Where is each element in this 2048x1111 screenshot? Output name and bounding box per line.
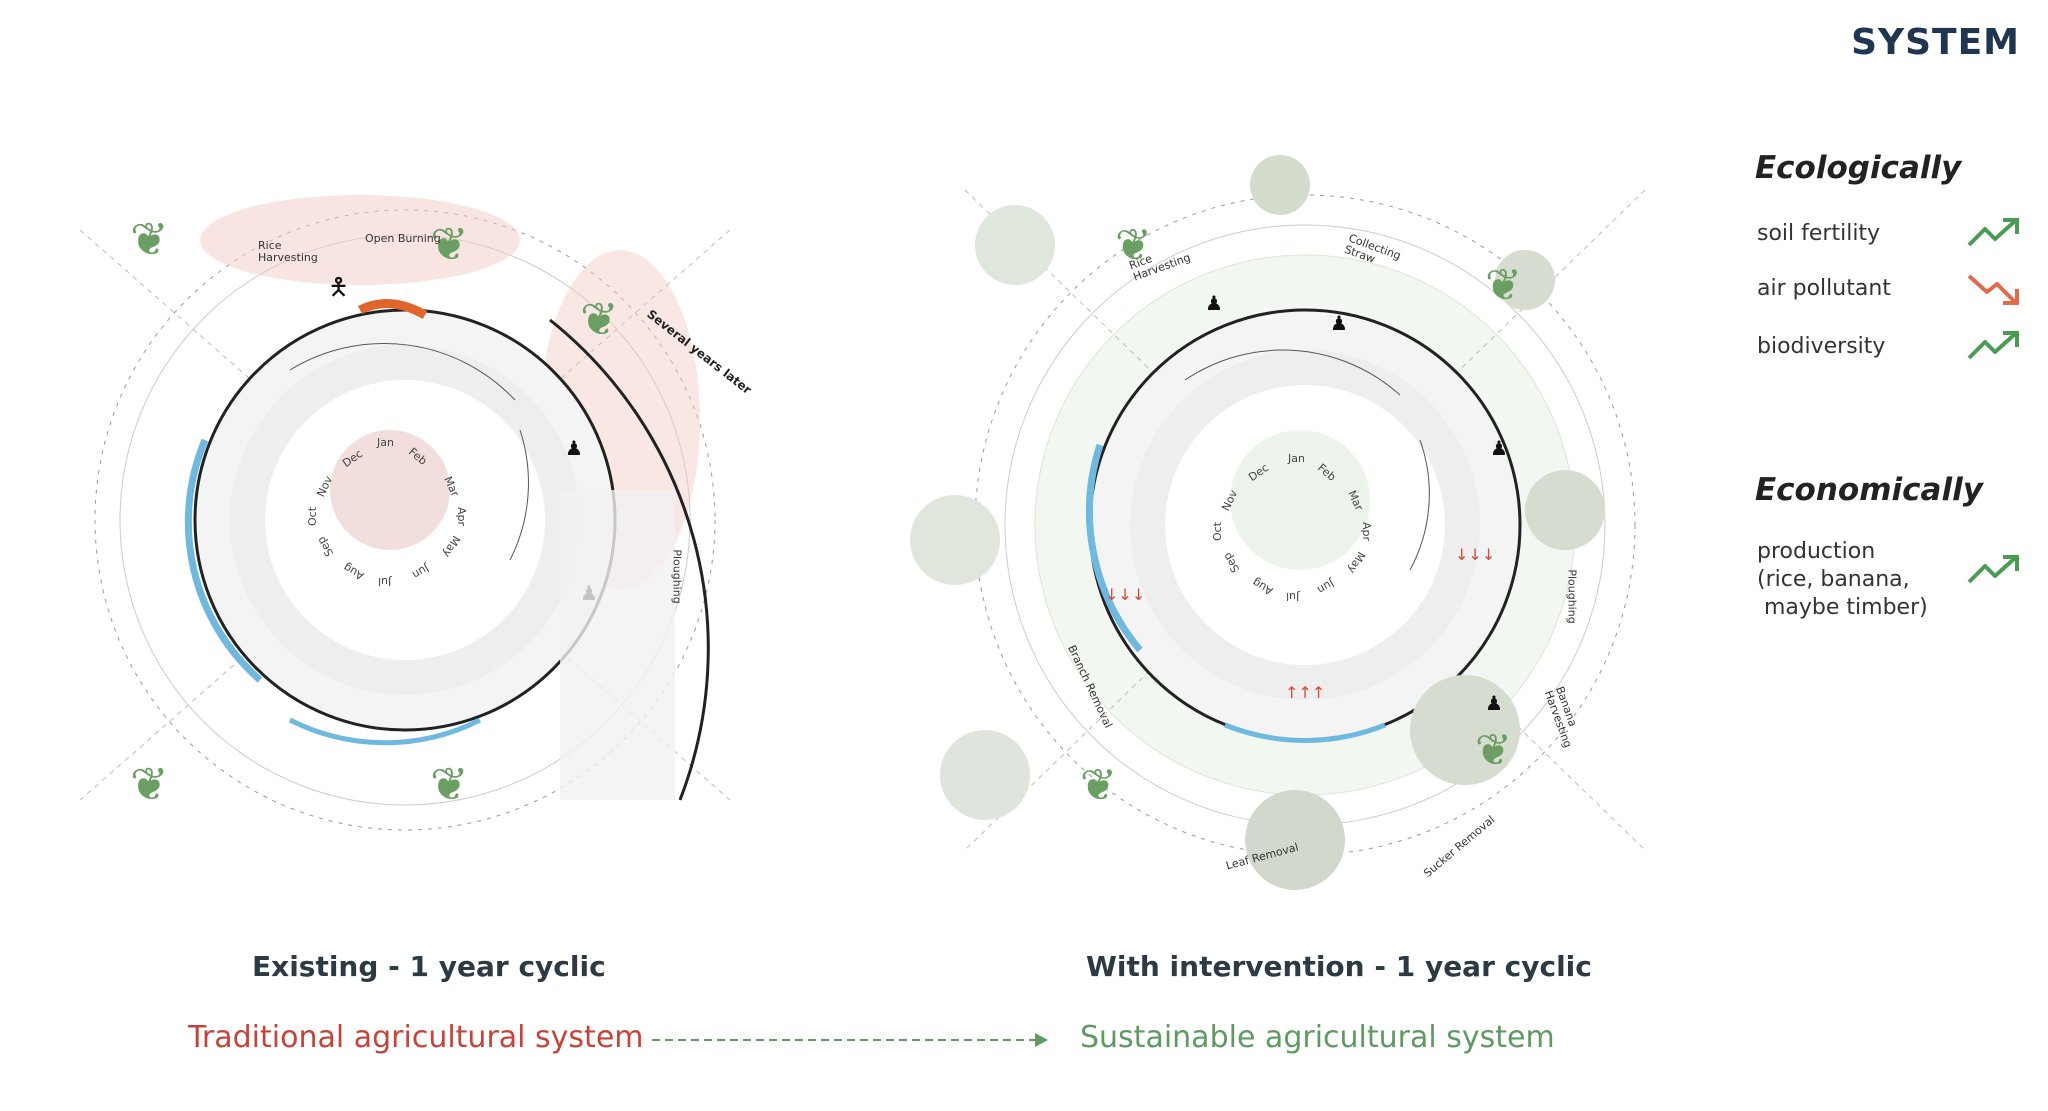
legend-row-biodiversity: biodiversity [1755, 328, 2025, 368]
trend-up-icon [1967, 218, 2019, 247]
water-arc [1224, 722, 1386, 743]
plant-icon: ❦ [1115, 220, 1152, 271]
month-arc [1184, 349, 1401, 396]
tree-icon [1245, 790, 1345, 890]
activity-label: Open Burning [365, 232, 441, 245]
straw-arrow-icon: ↑↑↑ [1285, 683, 1325, 702]
tree-icon [1495, 250, 1555, 310]
soil-particles [330, 430, 450, 550]
economic-heading: Economically [1755, 472, 1983, 508]
legend-label: maybe timber) [1757, 595, 1928, 620]
plant-icon: ❦ [430, 217, 469, 271]
legend-row-air-pollutant: air pollutant [1755, 270, 2025, 310]
activity-label: Ploughing [1565, 569, 1579, 624]
water-arc [1086, 443, 1143, 653]
straw-arrow-icon: ↓↓↓ [1455, 545, 1495, 564]
legend-label: production [1757, 539, 1876, 564]
sustainable-system-label: Sustainable agricultural system [1080, 1020, 1555, 1055]
legend-row-soil-fertility: soil fertility [1755, 215, 2025, 255]
smoke-haze [200, 195, 520, 285]
farmer-icon: ♟ [1205, 291, 1223, 315]
intervention-cycle-diagram: ❦ ❦ ❦ ❦ ♟ ♟ ♟ ♟ ↓↓↓ ↓↓↓ ↑↑↑ Jan Feb Mar … [905, 150, 1655, 910]
existing-cycle-svg: ❦ ❦ ❦ ❦ ❦ 🯅 ♟ ♟ [79, 195, 731, 831]
month-label: Apr [455, 506, 469, 527]
trend-up-icon [1967, 555, 2019, 584]
legend-label: biodiversity [1757, 334, 1886, 359]
farmer-icon: ♟ [1330, 311, 1348, 335]
plant-icon: ❦ [430, 757, 469, 811]
trend-up-icon [1967, 331, 2019, 360]
month-label: Oct [1211, 521, 1225, 542]
intervention-cycle-svg: ❦ ❦ ❦ ❦ ♟ ♟ ♟ ♟ ↓↓↓ ↓↓↓ ↑↑↑ [910, 155, 1646, 890]
trend-down-icon [1967, 274, 2019, 305]
water-arc [288, 717, 482, 746]
inner-disc [265, 380, 545, 660]
soil-particles [1230, 430, 1370, 570]
fire-icon [357, 299, 428, 319]
intervention-caption: With intervention - 1 year cyclic [1086, 950, 1592, 983]
activity-label: Rice Harvesting [258, 239, 318, 264]
legend-label: (rice, banana, [1757, 567, 1910, 592]
farmer-icon: ♟ [1485, 691, 1503, 715]
plant-icon: ❦ [1485, 260, 1522, 311]
ecological-heading: Ecologically [1755, 150, 1962, 186]
farmer-icon: ♟ [1490, 436, 1508, 460]
future-soil-band [560, 490, 675, 800]
tree-icon [940, 730, 1030, 820]
plant-icon: ❦ [1080, 760, 1117, 811]
future-soil-arc [549, 318, 710, 801]
month-label: Jul [378, 575, 392, 588]
tree-icon [1410, 675, 1520, 785]
traditional-system-label: Traditional agricultural system [188, 1020, 644, 1055]
page-title: SYSTEM [1851, 22, 2020, 63]
farmer-icon: ♟ [565, 436, 583, 460]
tree-icon [1250, 155, 1310, 215]
farmer-icon: 🯅 [328, 273, 349, 301]
tree-icon [1525, 470, 1605, 550]
month-label: Jan [1288, 452, 1305, 465]
month-label: Jul [1286, 590, 1300, 603]
water-arc [184, 438, 263, 683]
tree-icon [910, 495, 1000, 585]
transition-arrow-icon [652, 1033, 1048, 1047]
outer-guide-ring [974, 194, 1636, 856]
activity-label: Ploughing [670, 549, 684, 604]
plant-icon: ❦ [580, 292, 619, 346]
tree-icon [975, 205, 1055, 285]
month-arc [289, 342, 516, 401]
month-label: Apr [1360, 521, 1374, 542]
plant-icon: ❦ [1475, 725, 1512, 776]
straw-arrow-icon: ↓↓↓ [1105, 585, 1145, 604]
existing-caption: Existing - 1 year cyclic [252, 950, 606, 983]
month-label: Jan [377, 436, 394, 449]
plant-icon: ❦ [130, 757, 169, 811]
legend-label: air pollutant [1757, 276, 1891, 301]
month-arc [509, 429, 529, 561]
legend-label: soil fertility [1757, 221, 1881, 246]
month-arc [1409, 439, 1430, 571]
existing-cycle-diagram: ❦ ❦ ❦ ❦ ❦ 🯅 ♟ ♟ Jan Feb Mar Apr May Jun … [60, 190, 840, 850]
month-label: Oct [306, 506, 320, 527]
plant-icon: ❦ [130, 212, 169, 266]
inner-disc [1165, 385, 1445, 665]
